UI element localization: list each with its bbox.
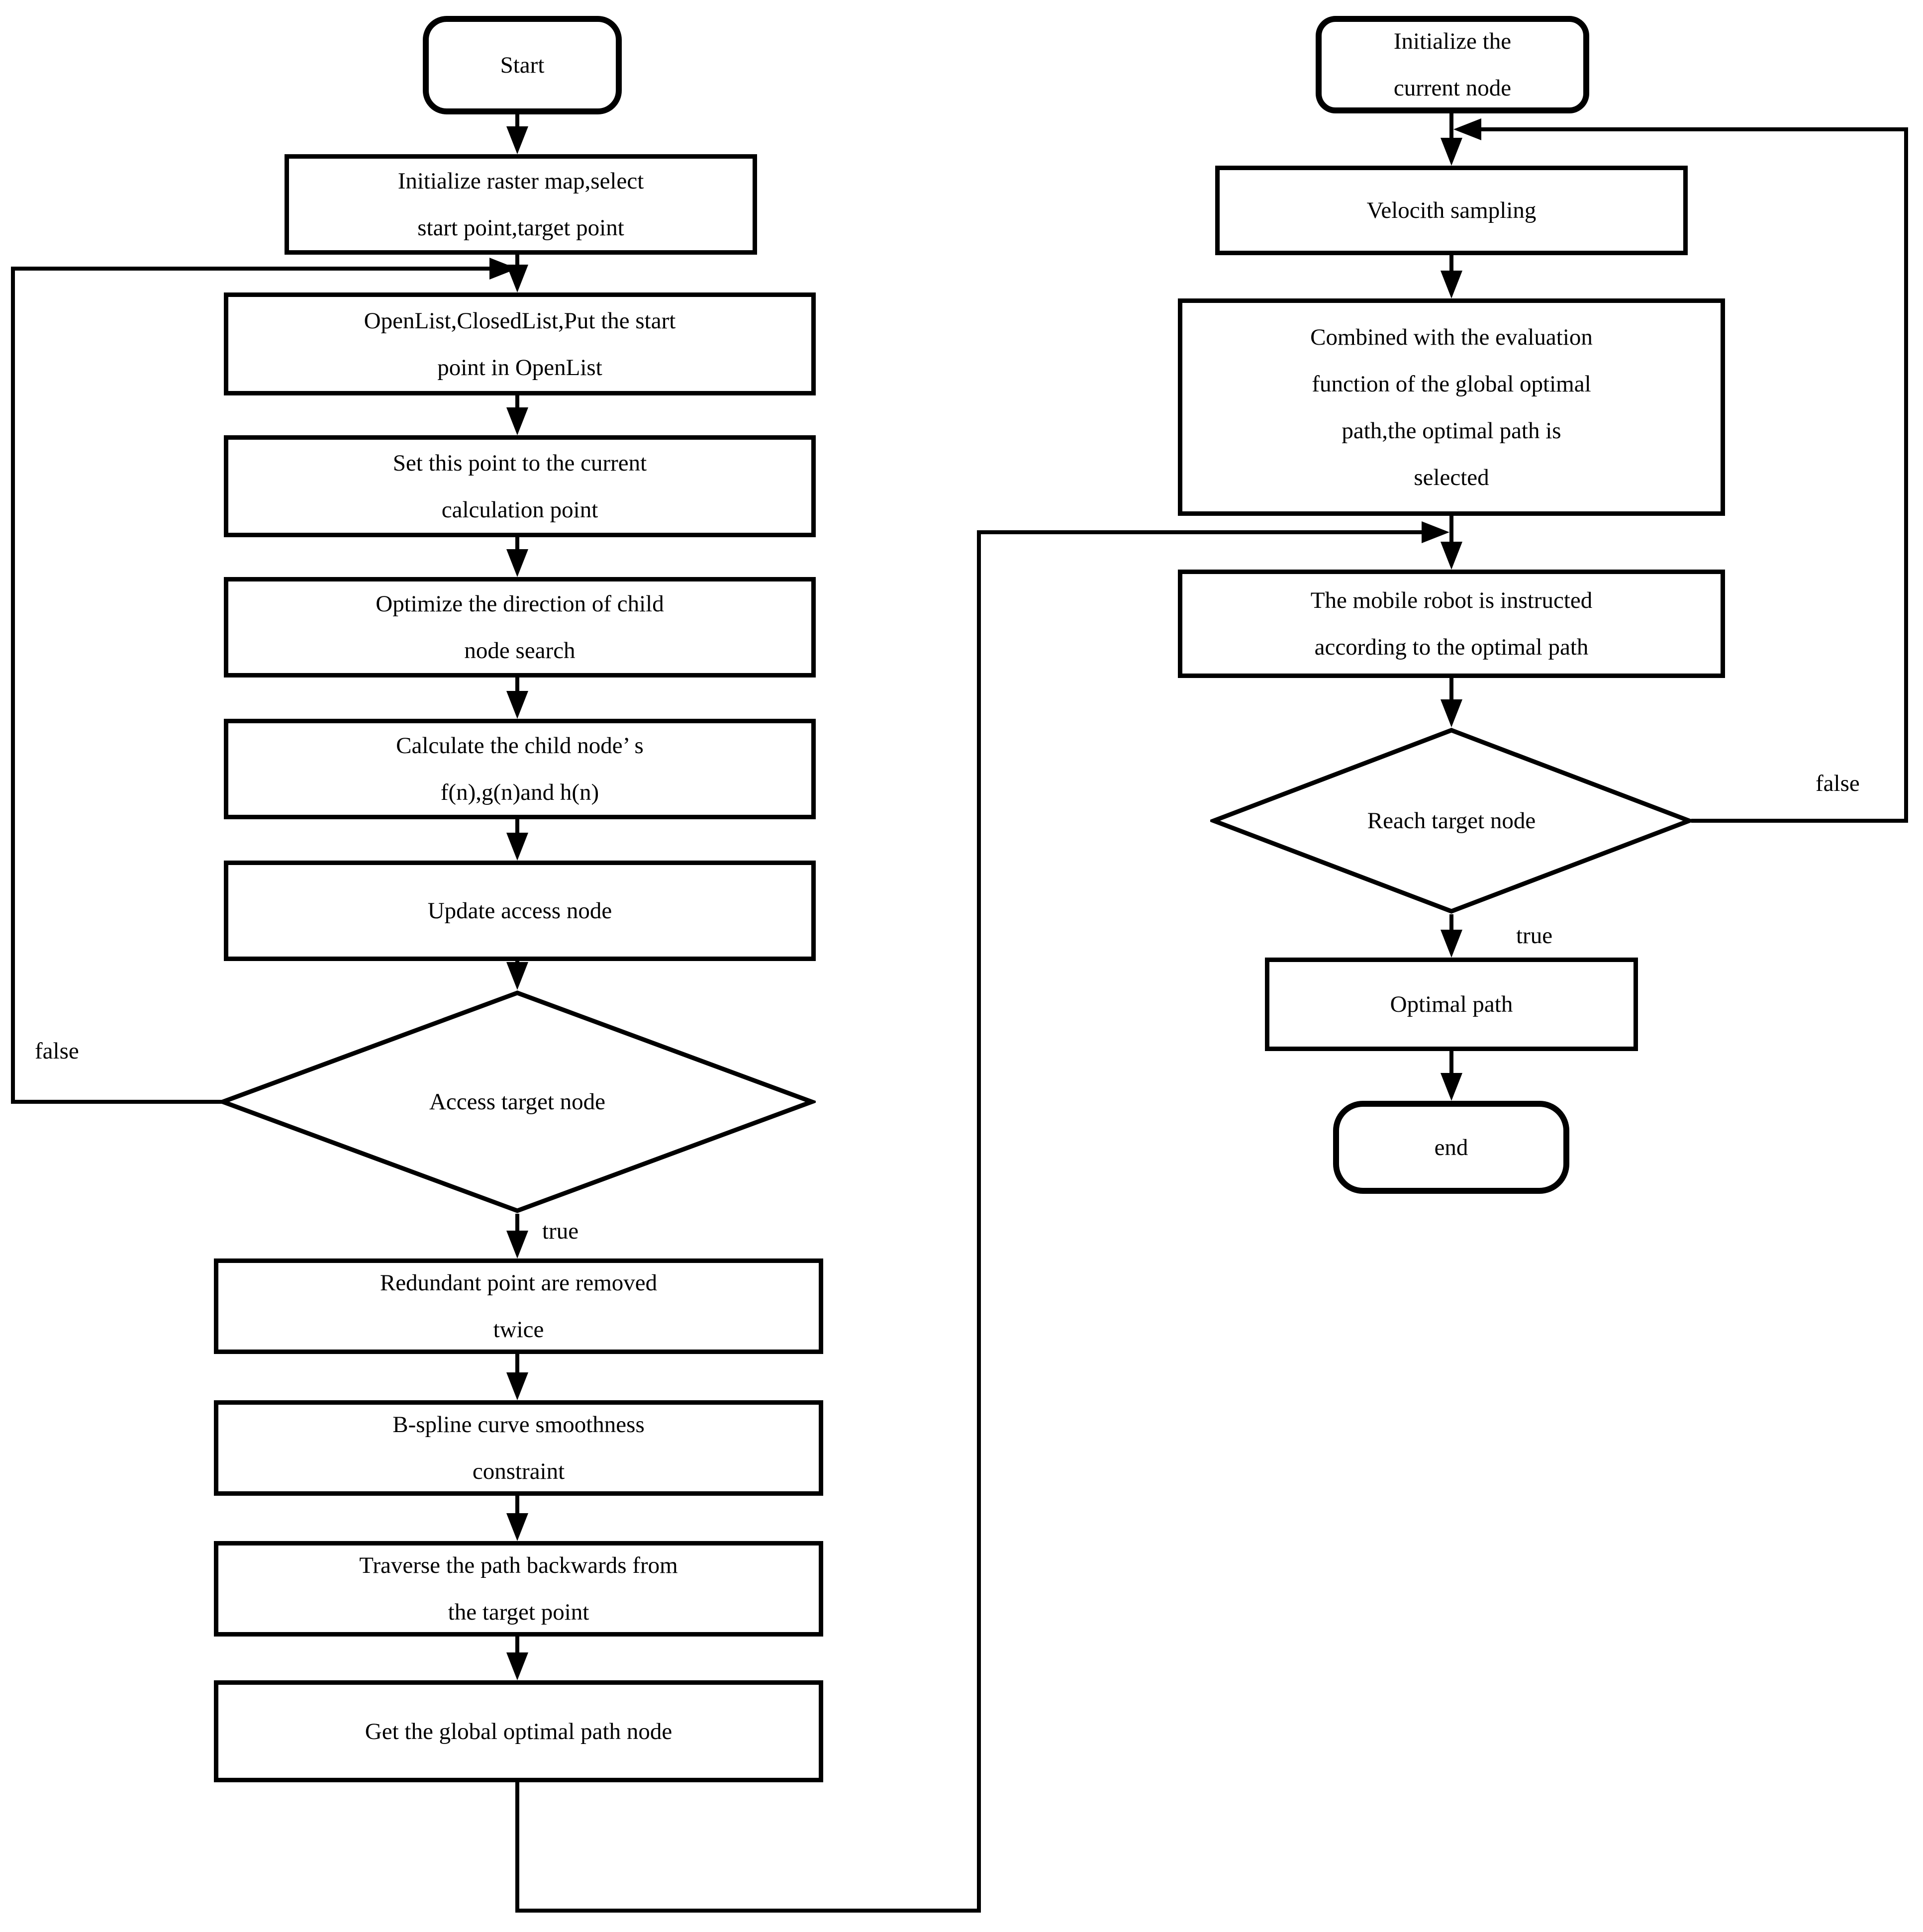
node-combined-evaluation-label: Combined with the evaluation function of…: [1310, 324, 1593, 490]
connector-into-mobile-horizontal-line: [977, 530, 1422, 534]
edge-start-to-initmap-arrowhead: [506, 126, 528, 154]
node-mobile-robot-instructed: The mobile robot is instructed according…: [1178, 570, 1725, 678]
edge-setpoint-to-optimize-arrowhead: [506, 549, 528, 577]
node-mobile-robot-instructed-label: The mobile robot is instructed according…: [1310, 587, 1593, 660]
node-redundant-removed-label: Redundant point are removed twice: [380, 1270, 658, 1343]
label-access-true: true: [542, 1218, 579, 1244]
edge-optimal-to-end-line: [1449, 1051, 1453, 1078]
node-optimal-path-label: Optimal path: [1390, 991, 1513, 1017]
loop-reach-false-arrowhead: [1453, 118, 1481, 140]
edge-mobile-to-reach-line: [1449, 678, 1453, 703]
connector-into-mobile-arrowhead: [1422, 521, 1449, 543]
node-combined-evaluation: Combined with the evaluation function of…: [1178, 298, 1725, 516]
edge-optimal-to-end-arrowhead: [1441, 1073, 1462, 1101]
node-get-global-path-label: Get the global optimal path node: [365, 1718, 673, 1744]
node-initialize-current-node-label: Initialize the current node: [1393, 28, 1512, 101]
edge-openlist-to-setpoint-line: [515, 395, 519, 411]
node-calculate-fgh-label: Calculate the child node’ s f(n),g(n)and…: [396, 733, 644, 805]
node-calculate-fgh: Calculate the child node’ s f(n),g(n)and…: [224, 719, 816, 819]
node-update-access-node: Update access node: [224, 861, 816, 961]
loop-reach-false-horizontal-top: [1480, 127, 1908, 131]
node-optimal-path: Optimal path: [1265, 958, 1638, 1051]
decision-reach-diamond-shape: [1210, 728, 1693, 914]
node-set-current-point-label: Set this point to the current calculatio…: [392, 450, 647, 523]
decision-access-target-node-label: Access target node: [429, 1089, 606, 1115]
decision-access-target-node: Access target node: [219, 990, 816, 1214]
edge-initnode-to-velocity-arrowhead: [1441, 138, 1462, 166]
node-openlist-closedlist-label: OpenList,ClosedList,Put the start point …: [364, 307, 676, 381]
edge-reach-true-arrowhead: [1441, 930, 1462, 958]
node-bspline-constraint: B-spline curve smoothness constraint: [214, 1400, 823, 1496]
edge-combined-to-mobile-line: [1449, 516, 1453, 543]
edge-reach-true-line: [1449, 914, 1453, 934]
edge-bspline-to-traverse-line: [515, 1496, 519, 1518]
decision-reach-target-node-label: Reach target node: [1367, 808, 1536, 834]
node-redundant-removed: Redundant point are removed twice: [214, 1258, 823, 1354]
connector-right-up-line: [977, 532, 981, 1913]
node-traverse-backwards-label: Traverse the path backwards from the tar…: [359, 1552, 678, 1625]
decision-reach-target-node: Reach target node: [1210, 727, 1693, 914]
edge-traverse-to-getglobal-arrowhead: [506, 1652, 528, 1680]
node-start-label: Start: [500, 52, 545, 78]
edge-calculate-to-update-line: [515, 819, 519, 837]
label-access-false: false: [35, 1038, 79, 1064]
loop-access-false-horizontal-top: [11, 267, 491, 271]
loop-reach-false-horizontal-from-diamond: [1691, 819, 1908, 823]
node-initialize-raster-map: Initialize raster map,select start point…: [285, 154, 757, 255]
decision-access-diamond-shape: [219, 990, 816, 1213]
node-velocity-sampling: Velocith sampling: [1215, 166, 1688, 255]
edge-calculate-to-update-arrowhead: [506, 833, 528, 861]
edge-initnode-to-velocity-line: [1449, 113, 1453, 141]
node-start: Start: [423, 16, 622, 114]
loop-access-false-vertical: [11, 267, 15, 1104]
node-end: end: [1333, 1101, 1569, 1194]
label-reach-false: false: [1816, 771, 1860, 796]
node-velocity-sampling-label: Velocith sampling: [1366, 197, 1537, 223]
edge-openlist-to-setpoint-arrowhead: [506, 407, 528, 435]
edge-bspline-to-traverse-arrowhead: [506, 1513, 528, 1541]
node-update-access-node-label: Update access node: [427, 898, 612, 924]
edge-velocity-to-combined-arrowhead: [1441, 271, 1462, 298]
edge-access-true-line: [515, 1214, 519, 1236]
edge-mobile-to-reach-arrowhead: [1441, 699, 1462, 727]
edge-start-to-initmap-line: [515, 114, 519, 130]
node-initialize-current-node: Initialize the current node: [1316, 16, 1589, 113]
node-initialize-raster-map-label: Initialize raster map,select start point…: [397, 168, 644, 241]
loop-access-false-horizontal-from-diamond: [11, 1100, 223, 1104]
node-bspline-constraint-label: B-spline curve smoothness constraint: [392, 1412, 645, 1484]
loop-access-false-arrowhead: [489, 258, 517, 280]
node-traverse-backwards: Traverse the path backwards from the tar…: [214, 1541, 823, 1637]
connector-getglobal-down-line: [515, 1782, 519, 1913]
edge-traverse-to-getglobal-line: [515, 1637, 519, 1659]
connector-bottom-horizontal-line: [515, 1909, 981, 1913]
node-end-label: end: [1434, 1134, 1468, 1160]
edge-optimize-to-calculate-line: [515, 677, 519, 695]
edge-update-to-access-arrowhead: [506, 962, 528, 990]
edge-access-true-arrowhead: [506, 1231, 528, 1258]
node-set-current-point: Set this point to the current calculatio…: [224, 435, 816, 537]
node-get-global-path: Get the global optimal path node: [214, 1680, 823, 1782]
label-reach-true: true: [1516, 923, 1553, 949]
edge-initmap-to-openlist-line: [515, 255, 519, 269]
edge-setpoint-to-optimize-line: [515, 537, 519, 553]
node-optimize-direction: Optimize the direction of child node sea…: [224, 577, 816, 677]
node-openlist-closedlist: OpenList,ClosedList,Put the start point …: [224, 292, 816, 395]
edge-combined-to-mobile-arrowhead: [1441, 542, 1462, 570]
edge-velocity-to-combined-line: [1449, 255, 1453, 273]
edge-optimize-to-calculate-arrowhead: [506, 691, 528, 719]
loop-reach-false-vertical: [1904, 127, 1908, 823]
edge-redundant-to-bspline-arrowhead: [506, 1372, 528, 1400]
edge-redundant-to-bspline-line: [515, 1354, 519, 1376]
node-optimize-direction-label: Optimize the direction of child node sea…: [376, 591, 664, 664]
